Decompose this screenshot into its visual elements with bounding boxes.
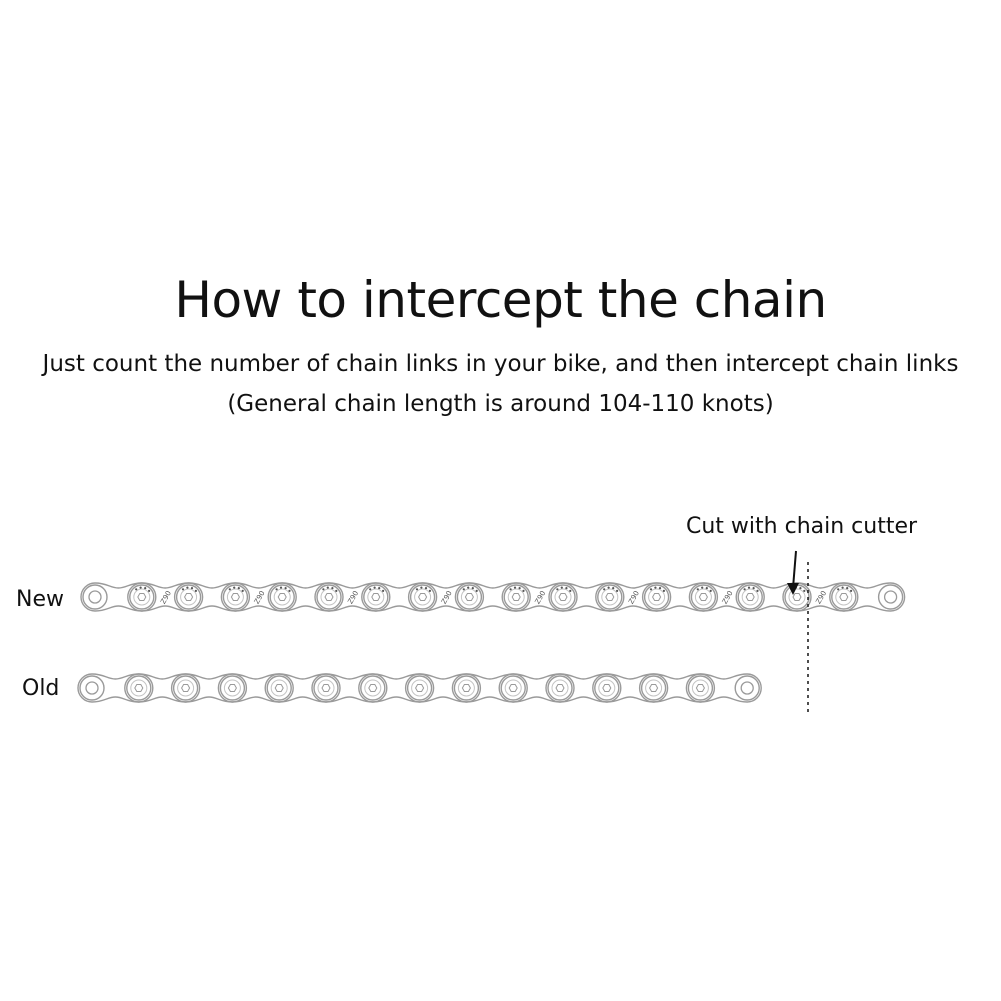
new-chain-plate-mark: Z90 <box>534 590 548 606</box>
new-chain-label: New <box>16 587 64 612</box>
new-chain-plate-mark: Z90 <box>253 590 267 606</box>
old-chain-roller <box>172 675 199 701</box>
old-chain <box>77 673 762 703</box>
new-chain-roller <box>316 584 342 610</box>
old-chain-roller <box>360 675 386 701</box>
new-chain-plate-mark: Z90 <box>159 590 173 606</box>
old-chain-roller <box>266 675 292 701</box>
new-chain-roller <box>456 584 483 610</box>
new-chain-roller <box>784 584 810 610</box>
chain-length-note: (General chain length is around 104-110 … <box>227 391 774 417</box>
new-chain: Z90 Z90 Z90 Z90 Z90 Z90 Z90 Z90 <box>80 582 906 612</box>
new-chain-plate-mark: Z90 <box>814 590 828 606</box>
new-chain-roller <box>550 584 576 610</box>
old-chain-label: Old <box>22 676 60 701</box>
new-chain-roller <box>409 584 436 610</box>
old-chain-roller <box>453 675 480 701</box>
old-chain-roller <box>219 675 246 701</box>
new-chain-roller <box>269 584 295 610</box>
old-chain-link-plate <box>685 673 762 703</box>
old-chain-roller <box>406 675 433 701</box>
new-chain-roller <box>643 584 670 610</box>
new-chain-roller <box>222 584 249 610</box>
new-chain-roller <box>503 584 529 610</box>
cut-arrow <box>787 550 799 595</box>
old-chain-roller <box>126 675 152 701</box>
old-chain-roller <box>313 675 339 701</box>
old-chain-roller <box>687 675 714 701</box>
new-chain-roller <box>690 584 717 610</box>
old-chain-roller <box>734 675 760 701</box>
new-chain-plate-mark: Z90 <box>440 590 454 606</box>
new-chain-plate-mark: Z90 <box>721 590 735 606</box>
new-chain-plate-mark: Z90 <box>346 590 360 606</box>
cut-callout-label: Cut with chain cutter <box>686 514 918 539</box>
new-chain-roller <box>363 584 389 610</box>
new-chain-roller <box>877 584 904 610</box>
new-chain-roller <box>831 584 857 610</box>
new-chain-roller <box>737 584 763 610</box>
new-chain-plate-mark: Z90 <box>627 590 641 606</box>
old-chain-roller <box>594 675 620 701</box>
new-chain-link-plate <box>829 582 906 612</box>
old-chain-roller <box>547 675 573 701</box>
old-chain-roller <box>500 675 526 701</box>
old-chain-roller <box>640 675 667 701</box>
new-chain-roller <box>82 584 108 610</box>
instruction-text: Just count the number of chain links in … <box>42 351 959 377</box>
new-chain-roller <box>175 584 202 610</box>
new-chain-roller <box>597 584 623 610</box>
old-chain-roller <box>79 675 105 701</box>
new-chain-roller <box>129 584 155 610</box>
page-title: How to intercept the chain <box>174 271 827 329</box>
